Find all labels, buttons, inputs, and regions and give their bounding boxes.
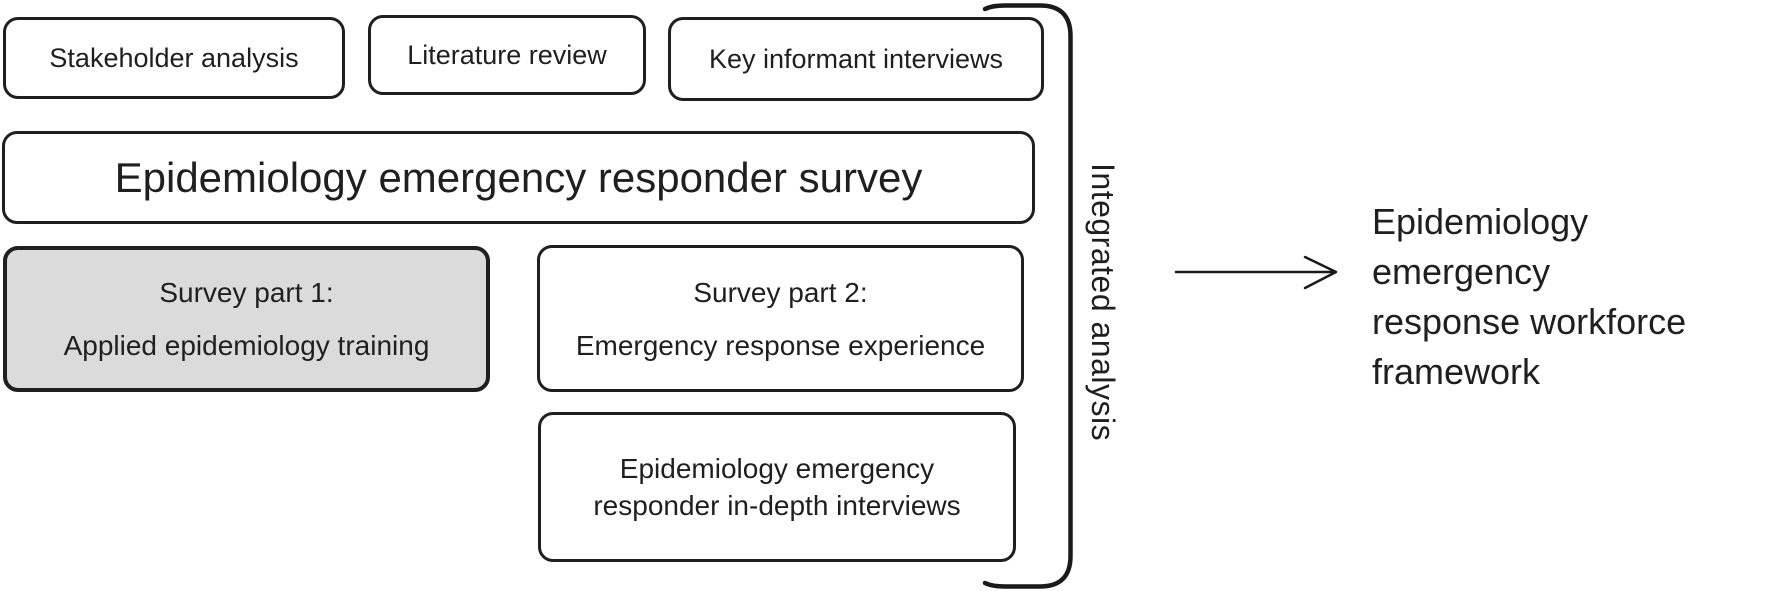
literature-review-box: Literature review bbox=[368, 15, 646, 95]
survey-part2-box: Survey part 2: Emergency response experi… bbox=[537, 245, 1024, 392]
key-informant-interviews-box: Key informant interviews bbox=[668, 17, 1044, 101]
in-depth-interviews-box: Epidemiology emergency responder in-dept… bbox=[538, 412, 1016, 562]
workforce-framework-outcome-text: Epidemiology emergency response workforc… bbox=[1372, 201, 1687, 392]
survey-part1-box: Survey part 1: Applied epidemiology trai… bbox=[3, 246, 490, 392]
stakeholder-analysis-box: Stakeholder analysis bbox=[3, 17, 345, 99]
flow-arrow-icon bbox=[1174, 255, 1338, 290]
responder-survey-box: Epidemiology emergency responder survey bbox=[2, 131, 1035, 224]
integrated-analysis-label: Integrated analysis bbox=[1085, 162, 1121, 442]
